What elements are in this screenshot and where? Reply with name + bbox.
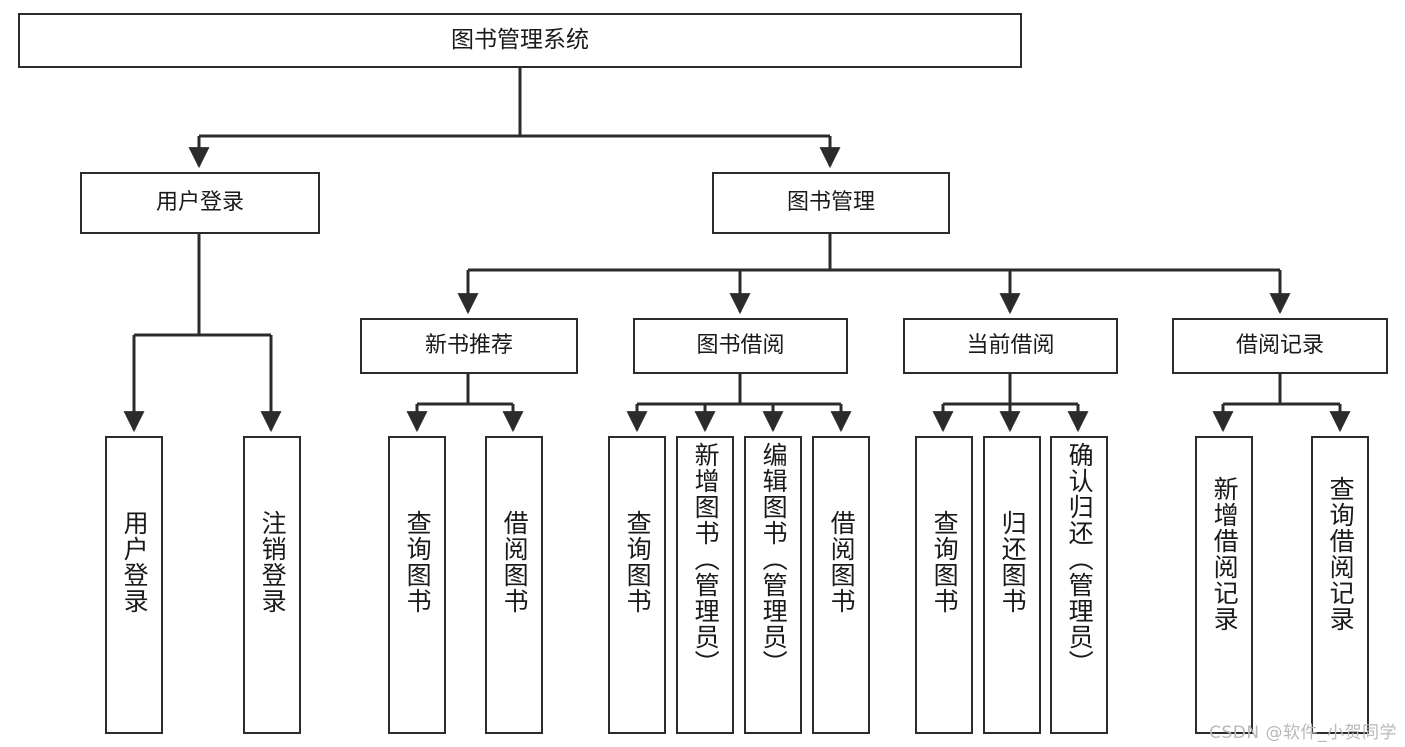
leaf-book-borrow-borrow[interactable]: 借阅图书 — [812, 436, 870, 734]
leaf-label: 用户登录 — [120, 510, 150, 614]
leaf-label: 借阅图书 — [827, 510, 857, 614]
leaf-user-login-login[interactable]: 用户登录 — [105, 436, 163, 734]
leaf-current-borrow-query[interactable]: 查询图书 — [915, 436, 973, 734]
leaf-current-borrow-confirm[interactable]: 确认归还（管理员） — [1050, 436, 1108, 734]
leaf-label: 归还图书 — [998, 510, 1028, 614]
leaf-label: 查询图书 — [930, 510, 960, 614]
node-root-system[interactable]: 图书管理系统 — [18, 13, 1022, 68]
leaf-new-book-query[interactable]: 查询图书 — [388, 436, 446, 734]
node-current-borrow[interactable]: 当前借阅 — [903, 318, 1118, 374]
leaf-new-book-borrow[interactable]: 借阅图书 — [485, 436, 543, 734]
node-borrow-record-label: 借阅记录 — [1235, 332, 1324, 358]
node-new-book-recommend[interactable]: 新书推荐 — [360, 318, 578, 374]
leaf-borrow-record-add[interactable]: 新增借阅记录 — [1195, 436, 1253, 734]
csdn-watermark: CSDN @软件_小贺同学 — [1209, 723, 1397, 743]
node-book-manage[interactable]: 图书管理 — [712, 172, 950, 234]
node-user-login[interactable]: 用户登录 — [80, 172, 320, 234]
leaf-book-borrow-query[interactable]: 查询图书 — [608, 436, 666, 734]
leaf-current-borrow-return[interactable]: 归还图书 — [983, 436, 1041, 734]
node-borrow-record[interactable]: 借阅记录 — [1172, 318, 1388, 374]
node-new-book-recommend-label: 新书推荐 — [424, 332, 513, 358]
leaf-label: 确认归还（管理员） — [1065, 442, 1095, 676]
leaf-book-borrow-edit[interactable]: 编辑图书（管理员） — [744, 436, 802, 734]
leaf-book-borrow-add[interactable]: 新增图书（管理员） — [676, 436, 734, 734]
node-user-login-label: 用户登录 — [155, 189, 244, 215]
leaf-label: 编辑图书（管理员） — [759, 442, 789, 676]
node-root-label: 图书管理系统 — [451, 26, 589, 53]
leaf-user-login-logout[interactable]: 注销登录 — [243, 436, 301, 734]
node-book-borrow-label: 图书借阅 — [696, 332, 785, 358]
leaf-label: 查询借阅记录 — [1326, 476, 1356, 632]
leaf-label: 注销登录 — [258, 510, 288, 614]
leaf-borrow-record-query[interactable]: 查询借阅记录 — [1311, 436, 1369, 734]
leaf-label: 查询图书 — [623, 510, 653, 614]
node-book-manage-label: 图书管理 — [786, 189, 875, 215]
leaf-label: 借阅图书 — [500, 510, 530, 614]
node-book-borrow[interactable]: 图书借阅 — [633, 318, 848, 374]
leaf-label: 查询图书 — [403, 510, 433, 614]
leaf-label: 新增图书（管理员） — [691, 442, 721, 676]
leaf-label: 新增借阅记录 — [1210, 476, 1240, 632]
node-current-borrow-label: 当前借阅 — [966, 332, 1055, 358]
